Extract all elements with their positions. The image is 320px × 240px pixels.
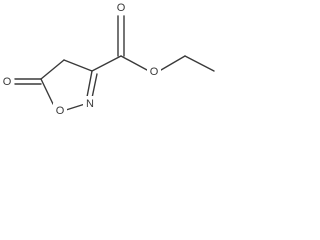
bond-ring-o-c5 xyxy=(40,78,54,105)
structure-diagram: O O N O O xyxy=(0,0,215,117)
bond-ring-ch2-c3 xyxy=(63,59,93,72)
atom-label-ring-o: O xyxy=(56,105,65,117)
atom-label-ester-o: O xyxy=(150,66,159,78)
bond-ring-n-o xyxy=(65,103,86,111)
bond-ring-c3-n-double-a xyxy=(86,70,93,98)
atom-label-ring-n: N xyxy=(86,98,94,110)
bond-c3-ester-c xyxy=(91,55,122,72)
atom-label-ester-carbonyl-o: O xyxy=(117,2,126,14)
bond-ring-c3-n-double-b xyxy=(91,73,98,99)
bond-methyl-end xyxy=(184,55,215,72)
atom-label-carbonyl-o: O xyxy=(3,76,12,88)
bond-ring-c5-ch2 xyxy=(40,59,65,80)
bond-ester-c-o-single xyxy=(120,55,148,71)
bond-o-methyl xyxy=(160,55,186,71)
